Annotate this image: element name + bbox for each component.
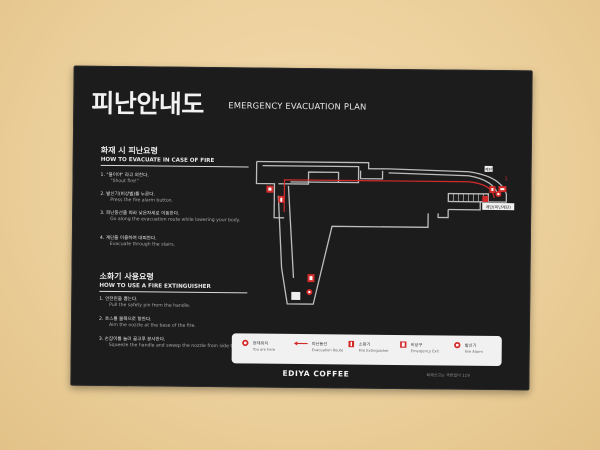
- plan-marker: 1: [504, 176, 507, 182]
- extinguisher-step: 3. 손잡이를 눌러 골고루 분사한다. Squeeze the handle …: [99, 337, 249, 351]
- extinguisher-title-english: HOW TO USE A FIRE EXTINGUISHER: [99, 282, 248, 294]
- emergency-exit-icon: [266, 185, 274, 193]
- sign-title-korean: 피난안내도: [91, 88, 204, 119]
- inner-wall: [359, 170, 384, 180]
- fire-step-en: Go along the evacuation route while lowe…: [110, 216, 241, 224]
- fire-alarm-icon: [454, 341, 461, 349]
- sign-title-english: EMERGENCY EVACUATION PLAN: [228, 100, 367, 112]
- fire-step: 3. 피난동선을 따라 낮은자세로 이동한다. Go along the eva…: [100, 211, 250, 225]
- legend-label-en: Fire Extinguisher: [358, 348, 389, 353]
- outer-wall: [256, 160, 508, 211]
- fire-alarm-icon: [306, 289, 313, 296]
- fire-extinguisher-icon: [482, 195, 489, 202]
- fire-extinguisher-icon: [348, 340, 355, 348]
- current-location-icon: [291, 291, 301, 300]
- inner-wall: [278, 171, 340, 185]
- legend-label-en: Emergency Exit: [410, 349, 439, 354]
- brand-name: EDIYA COFFEE: [282, 368, 350, 379]
- fire-alarm-icon: [495, 191, 502, 198]
- legend-label-en: Evacuation Route: [311, 348, 344, 353]
- fire-extinguisher-icon: [307, 274, 315, 283]
- extinguisher-step-en: Aim the nozzle at the base of the fire.: [108, 322, 196, 329]
- fire-step: 2. 발신기(비상벨)를 누른다. Press the fire alarm b…: [100, 192, 250, 206]
- extinguisher-step-en: Squeeze the handle and sweep the nozzle …: [108, 342, 248, 350]
- fire-step: 1. "불이야" 라고 외친다. "Shout fire!": [100, 173, 250, 187]
- stairs-label: 계단: [485, 166, 493, 172]
- legend-label-en: Fire Alarm: [464, 349, 483, 354]
- fire-step: 4. 계단을 이용하여 대피한다. Evacuate through the s…: [100, 236, 250, 250]
- diagonal-wall: [305, 213, 429, 305]
- stairs-sign-text: 계단(피난계단): [486, 203, 512, 209]
- current-location-icon: [242, 339, 249, 347]
- extinguisher-step: 1. 안전핀을 뽑는다. Pull the safety pin from th…: [99, 297, 249, 311]
- fire-extinguisher-icon: [278, 195, 285, 203]
- left-wall: [277, 195, 306, 305]
- extinguisher-step-en: Pull the safety pin from the handle.: [109, 302, 191, 309]
- fire-step-en: "Shout fire!": [110, 178, 139, 185]
- extinguisher-step: 2. 호스를 불쪽으로 향한다. Aim the nozzle at the b…: [99, 317, 249, 331]
- emergency-exit-icon: [489, 185, 496, 194]
- inner-wall: [262, 164, 360, 184]
- fire-step-en: Evacuate through the stairs.: [109, 241, 176, 248]
- stairs-label-box: [484, 165, 493, 172]
- extinguisher-title-korean: 소화기 사용요령: [99, 271, 154, 282]
- fire-step-en: Press the fire alarm button.: [110, 197, 174, 204]
- evacuation-sign: 피난안내도 EMERGENCY EVACUATION PLAN 화재 시 피난요…: [70, 65, 533, 391]
- evacuation-route-icon: [293, 341, 308, 346]
- evacuation-route-line: [283, 179, 495, 212]
- stairs-icon: [452, 193, 484, 202]
- left-wall: [287, 185, 295, 278]
- inner-wall: [437, 209, 449, 219]
- fire-section-title-english: HOW TO EVACUATE IN CASE OF FIRE: [100, 156, 249, 168]
- extinguisher-heading: 소화기 사용요령 HOW TO USE A FIRE EXTINGUISHER: [99, 271, 249, 294]
- footnote: 화재신고는 국번없이 119: [426, 372, 470, 378]
- legend-label-en: You are here: [252, 347, 276, 352]
- emergency-exit-icon: [498, 186, 507, 193]
- fire-evacuation-heading: 화재 시 피난요령 HOW TO EVACUATE IN CASE OF FIR…: [100, 145, 251, 168]
- fire-section-title-korean: 화재 시 피난요령: [100, 145, 158, 156]
- outer-wall: [255, 161, 285, 219]
- floor-plan: 계단 계단(피난계단): [255, 160, 515, 305]
- emergency-exit-icon: [400, 341, 407, 348]
- stairs-sign-box: [482, 202, 515, 211]
